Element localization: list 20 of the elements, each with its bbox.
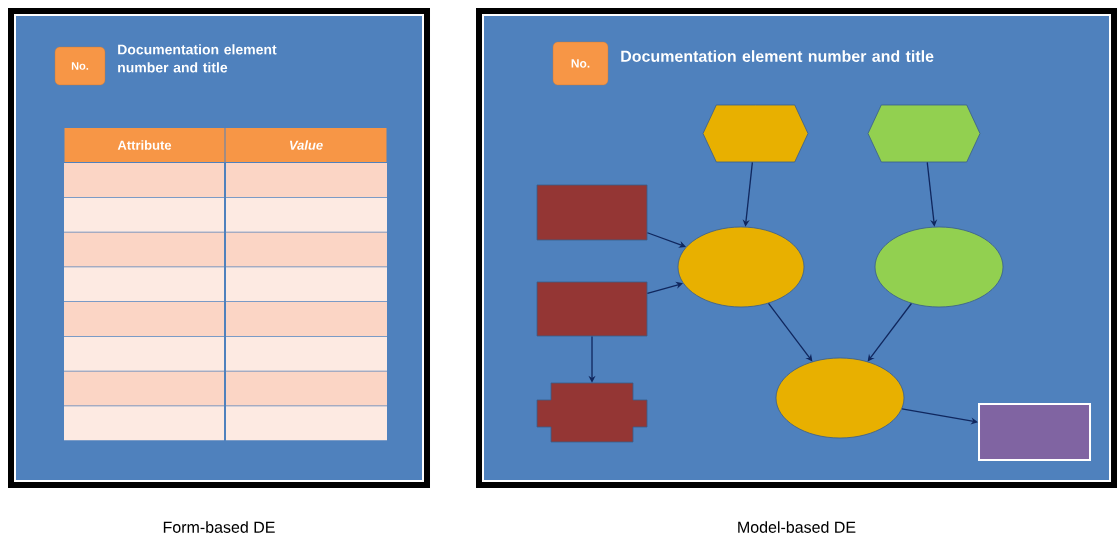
number-badge: No. <box>54 46 106 86</box>
arrow <box>767 302 813 362</box>
number-badge: No. <box>552 41 609 86</box>
ellipse <box>775 357 905 439</box>
node-label: Model-based DE <box>738 521 856 533</box>
ellipse <box>677 226 805 308</box>
title: Documentation element number and title <box>621 50 934 62</box>
arrow <box>867 302 913 362</box>
title: Documentation element number and title <box>118 44 277 73</box>
rectangle <box>978 403 1091 461</box>
node-label: Form-based DE <box>163 521 275 533</box>
ellipse <box>874 226 1004 308</box>
cross-shape <box>536 382 648 443</box>
rectangle <box>536 184 648 241</box>
table-header-cell: Attribute <box>64 128 225 162</box>
hexagon <box>867 104 981 163</box>
rectangle <box>536 281 648 337</box>
table-header-cell: Value <box>225 128 387 162</box>
hexagon <box>702 104 809 163</box>
arrow <box>646 232 686 248</box>
